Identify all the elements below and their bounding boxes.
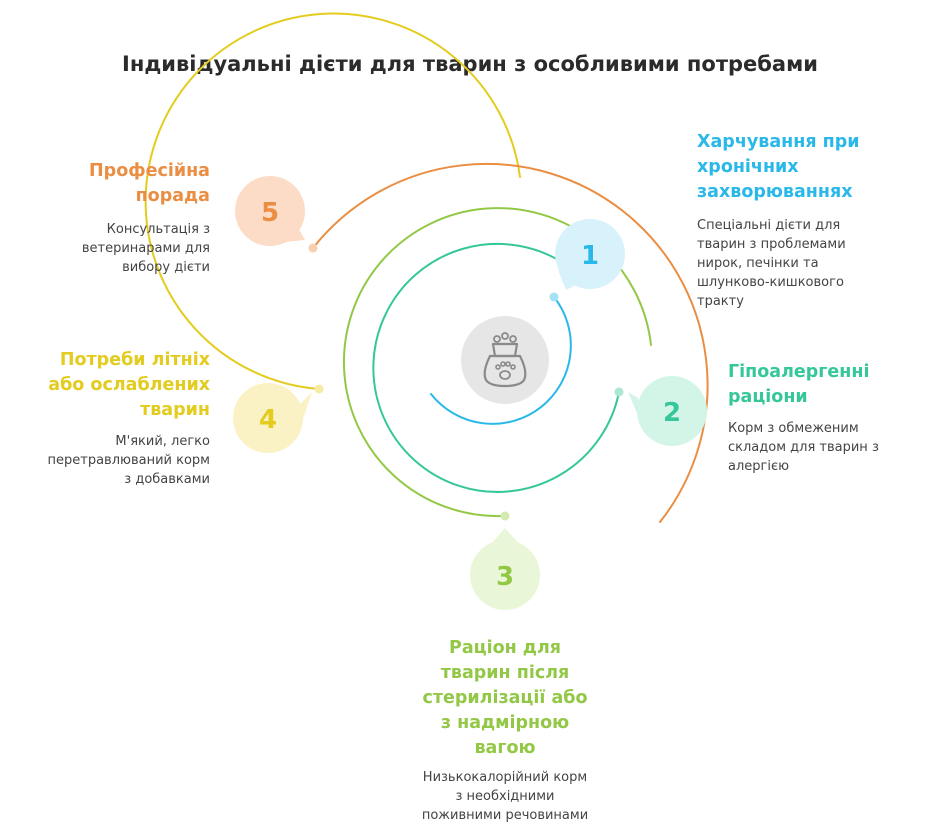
step-4-number: 4: [259, 405, 277, 435]
step-2-description: Корм з обмеженим складом для тварин з ал…: [728, 421, 879, 474]
step-3-description: Низькокалорійний корм з необхідними пожи…: [421, 770, 589, 823]
step-5-number: 5: [261, 198, 279, 228]
step-4-description: М'який, легко перетравлюваний корм з доб…: [47, 434, 210, 487]
step-5-description: Консультація з ветеринарами для вибору д…: [81, 222, 210, 275]
step-3-bubble: 3: [470, 528, 540, 610]
step-3-heading: Раціон для тварин після стерилізації або…: [422, 638, 588, 758]
step-1-heading: Харчування при хронічних захворюваннях: [697, 132, 860, 202]
step-2-number: 2: [663, 398, 681, 428]
step-1-number: 1: [581, 241, 599, 271]
step-1-bubble: 1: [555, 219, 625, 290]
arc-dot-3: [500, 511, 510, 521]
arc-step-1: [430, 296, 572, 425]
step-5-bubble: 5: [235, 176, 305, 246]
arc-step-4: [144, 12, 521, 390]
step-4-heading: Потреби літніх або ослаблених тварин: [48, 350, 210, 420]
step-5-heading: Професійна порада: [89, 161, 210, 206]
arc-dot-1: [549, 292, 559, 302]
step-2-heading: Гіпоалергенні раціони: [728, 362, 870, 407]
arc-dot-2: [614, 387, 624, 397]
arc-step-2: [372, 242, 620, 493]
step-4-bubble: 4: [233, 383, 312, 453]
arc-dot-5: [308, 243, 318, 253]
step-3-number: 3: [496, 562, 514, 592]
arc-dot-4: [314, 384, 324, 394]
pet-food-bag-icon: [461, 316, 549, 404]
step-2-bubble: 2: [628, 376, 707, 446]
step-1-description: Спеціальні дієти для тварин з проблемами…: [697, 218, 846, 309]
